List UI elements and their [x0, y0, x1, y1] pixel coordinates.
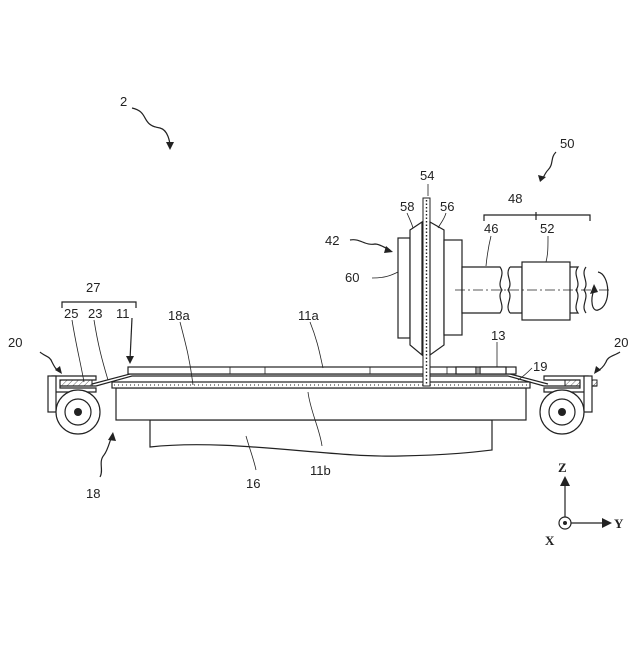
- label-16: 16: [246, 476, 260, 491]
- flange-60: [398, 238, 410, 338]
- label-20-left: 20: [8, 335, 22, 350]
- label-50: 50: [560, 136, 574, 151]
- label-19: 19: [533, 359, 547, 374]
- bracket-48: [484, 215, 590, 221]
- frame-left-25: [60, 380, 92, 386]
- label-11b: 11b: [310, 463, 331, 478]
- cut-part: [480, 367, 506, 374]
- table-base-16: [150, 420, 492, 456]
- spindle-48: [455, 262, 612, 320]
- label-18: 18: [86, 486, 100, 501]
- label-54: 54: [420, 168, 434, 183]
- motor-52: [522, 262, 570, 320]
- label-48: 48: [508, 191, 522, 206]
- nut: [444, 240, 462, 335]
- label-42: 42: [325, 233, 339, 248]
- label-25: 25: [64, 306, 78, 321]
- axis-z-label: Z: [558, 460, 567, 475]
- cutting-unit-42: [398, 198, 462, 386]
- axis-y-label: Y: [614, 516, 624, 531]
- label-11a: 11a: [298, 308, 319, 323]
- workpiece: [128, 367, 516, 374]
- label-27: 27: [86, 280, 100, 295]
- label-18a: 18a: [168, 308, 190, 323]
- table-body: [116, 388, 526, 420]
- axis-x-label: X: [545, 533, 555, 548]
- label-20-right: 20: [614, 335, 628, 350]
- groove-13: [456, 367, 476, 374]
- label-56: 56: [440, 199, 454, 214]
- label-11: 11: [116, 306, 130, 321]
- coordinate-axes: Z Y X: [545, 460, 624, 548]
- label-fig-2: 2: [120, 94, 127, 109]
- label-58: 58: [400, 199, 414, 214]
- label-23: 23: [88, 306, 102, 321]
- label-52: 52: [540, 221, 554, 236]
- label-60: 60: [345, 270, 359, 285]
- chuck-table: [112, 382, 530, 456]
- label-46: 46: [484, 221, 498, 236]
- label-13: 13: [491, 328, 505, 343]
- mount-58: [410, 222, 422, 355]
- hub-56: [430, 222, 444, 355]
